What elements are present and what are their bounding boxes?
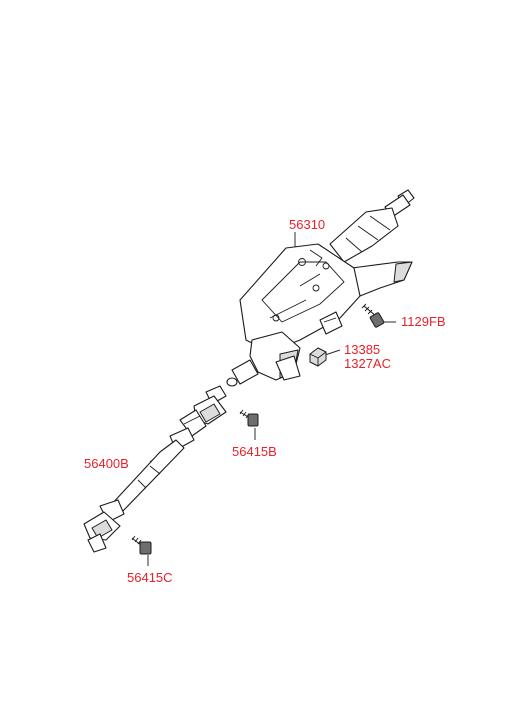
callout-1327ac: 1327AC <box>344 356 391 371</box>
upper-column-tube <box>329 207 399 263</box>
shaft-tube <box>109 439 185 515</box>
callout-1129fb: 1129FB <box>401 314 446 329</box>
bolt-56415c <box>131 535 152 555</box>
callout-56415c: 56415C <box>127 570 173 585</box>
callout-56400b: 56400B <box>84 456 129 471</box>
intermediate-shaft <box>83 385 227 553</box>
callout-13385: 13385 <box>344 342 381 357</box>
nut-13385 <box>309 347 327 367</box>
bolt-56415b <box>239 409 259 427</box>
mounting-bracket <box>239 243 361 353</box>
callout-56310: 56310 <box>289 217 326 232</box>
callout-56415b: 56415B <box>232 444 277 459</box>
steering-column-assembly <box>226 189 415 387</box>
stub-shaft <box>231 359 259 385</box>
bolt-1129fb <box>361 303 385 328</box>
